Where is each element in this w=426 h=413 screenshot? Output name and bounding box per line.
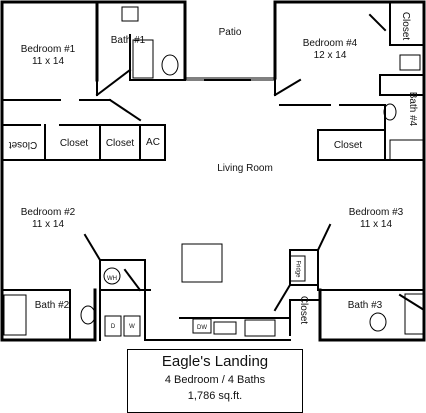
- bedroom2-name: Bedroom #2: [20, 207, 76, 218]
- bath2-toilet: [80, 305, 96, 325]
- bedroom2-size: 11 x 14: [31, 219, 65, 230]
- bath1-toilet: [161, 54, 179, 76]
- title-block: Eagle's Landing 4 Bedroom / 4 Baths 1,78…: [127, 349, 303, 413]
- bath3-tub: [404, 293, 424, 335]
- closet-right-label: Closet: [333, 140, 363, 151]
- bath4-toilet: [383, 103, 397, 121]
- bedroom4-name: Bedroom #4: [302, 38, 358, 49]
- bedroom3-name: Bedroom #3: [348, 207, 404, 218]
- bedroom2-walls: [1, 233, 151, 341]
- closet-b4-label: Closet: [400, 11, 411, 41]
- dryer: [104, 315, 122, 337]
- bedroom4-size: 12 x 14: [313, 50, 347, 61]
- stove: [244, 319, 276, 337]
- fridge-label: Fridge: [294, 260, 301, 278]
- bedroom1-walls: [1, 54, 132, 101]
- plan-area: 1,786 sq.ft.: [187, 390, 243, 402]
- bedroom1-name: Bedroom #1: [20, 44, 76, 55]
- bath1-label: Bath #1: [110, 35, 146, 46]
- plan-config: 4 Bedroom / 4 Baths: [164, 374, 266, 386]
- ac-label: AC: [146, 137, 160, 148]
- closet-a-label: Closet: [59, 138, 89, 149]
- bath2-label: Bath #2: [34, 300, 70, 311]
- dishwasher-label: DW: [197, 325, 207, 331]
- bath3-toilet: [369, 312, 387, 332]
- outer-walls: [0, 0, 426, 342]
- kitchen-walls: [144, 317, 291, 341]
- bath3-label: Bath #3: [347, 300, 383, 311]
- closet-b-label: Closet: [105, 138, 135, 149]
- bath2-tub: [3, 294, 27, 336]
- kitchen-sink: [213, 321, 237, 335]
- bath4-label: Bath #4: [407, 91, 418, 127]
- closet-b3-label: Closet: [298, 295, 309, 325]
- patio-walls: [129, 34, 276, 81]
- plan-name: Eagle's Landing: [161, 353, 269, 370]
- bath4-sink: [399, 54, 421, 71]
- bath4-tub: [389, 139, 424, 161]
- dishwasher: [192, 318, 212, 334]
- bedroom1-size: 11 x 14: [31, 56, 65, 67]
- dryer-label: D: [110, 324, 116, 330]
- living-room-label: Living Room: [217, 163, 273, 174]
- fridge: [289, 255, 306, 282]
- bath1-tub: [132, 39, 154, 79]
- closet-row-left: [1, 98, 166, 161]
- water-heater: [103, 267, 121, 285]
- washer: [123, 315, 141, 337]
- washer-label: W: [129, 324, 135, 330]
- kitchen-island: [181, 243, 223, 283]
- closet-left-label: Closet: [8, 139, 38, 150]
- bedroom3-size: 11 x 14: [359, 219, 393, 230]
- bath1-sink: [121, 6, 139, 22]
- patio-label: Patio: [218, 27, 242, 38]
- wh-label: WH: [107, 276, 117, 282]
